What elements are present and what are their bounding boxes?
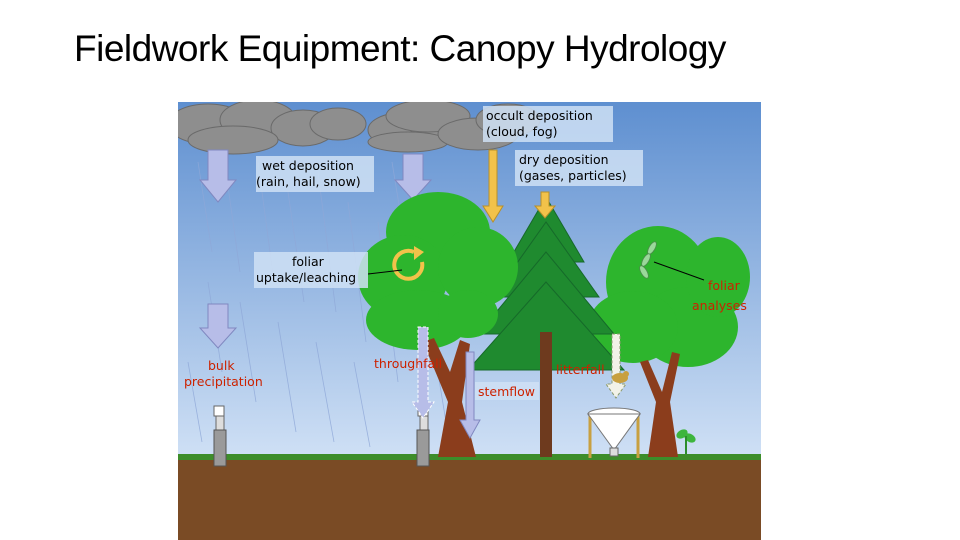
- wet-label-bg: [256, 156, 374, 192]
- litterfall-arrow: [605, 333, 627, 399]
- cloud: [178, 102, 367, 155]
- dry-deposition-label: dry deposition: [519, 152, 609, 167]
- foliar-uptake-sublabel: uptake/leaching: [256, 270, 356, 285]
- wet-deposition-sublabel: (rain, hail, snow): [256, 174, 361, 189]
- conifer-trunk: [540, 332, 552, 457]
- conifer-tree: [466, 196, 626, 371]
- canopy-hydrology-diagram: occult deposition (cloud, fog) dry depos…: [178, 102, 761, 540]
- stemflow-label: stemflow: [478, 384, 535, 399]
- litterfall-collector: [587, 407, 641, 458]
- slide-title: Fieldwork Equipment: Canopy Hydrology: [74, 28, 726, 69]
- wet-deposition-arrow: [198, 149, 238, 203]
- occult-deposition-sublabel: (cloud, fog): [486, 124, 558, 139]
- right-tree-canopy: [588, 226, 750, 367]
- bulk-precipitation-label: bulk: [208, 358, 235, 373]
- stemflow-label-bg: [475, 382, 539, 400]
- bulk-collector: [213, 405, 227, 467]
- left-tree-trunk: [423, 338, 476, 457]
- throughfall-label: throughfall: [374, 356, 442, 371]
- occult-deposition-label: occult deposition: [486, 108, 593, 123]
- foliar-analyses-pointer: [653, 261, 705, 281]
- foliar-label-bg: [254, 252, 368, 288]
- ground: [178, 457, 761, 540]
- dry-deposition-sublabel: (gases, particles): [519, 168, 627, 183]
- wet-deposition-label: wet deposition: [262, 158, 354, 173]
- dry-deposition-arrow: [533, 191, 557, 219]
- foliar-analyses-label: foliar: [708, 278, 741, 293]
- foliar-analyses-sublabel: analyses: [692, 298, 747, 313]
- bulk-precipitation-sublabel: precipitation: [184, 374, 263, 389]
- occult-label-bg: [483, 106, 613, 142]
- wet-deposition-arrow: [393, 153, 433, 201]
- leaf-sample-icon: [639, 241, 657, 279]
- stemflow-arrow: [459, 351, 481, 440]
- right-tree-trunk: [640, 352, 680, 457]
- dry-label-bg: [515, 150, 643, 186]
- bird-icon: [612, 371, 629, 383]
- litterfall-label: litterfall: [556, 362, 605, 377]
- foliar-cycle-arrowhead: [414, 246, 424, 260]
- foliar-uptake-pointer: [367, 269, 403, 275]
- throughfall-arrow: [411, 326, 435, 419]
- occult-deposition-arrow: [482, 149, 504, 223]
- foliar-cycle-icon: [392, 248, 425, 281]
- bulk-precipitation-arrow: [198, 303, 238, 349]
- seedling-icon: [676, 429, 696, 454]
- foliar-uptake-label: foliar: [292, 254, 325, 269]
